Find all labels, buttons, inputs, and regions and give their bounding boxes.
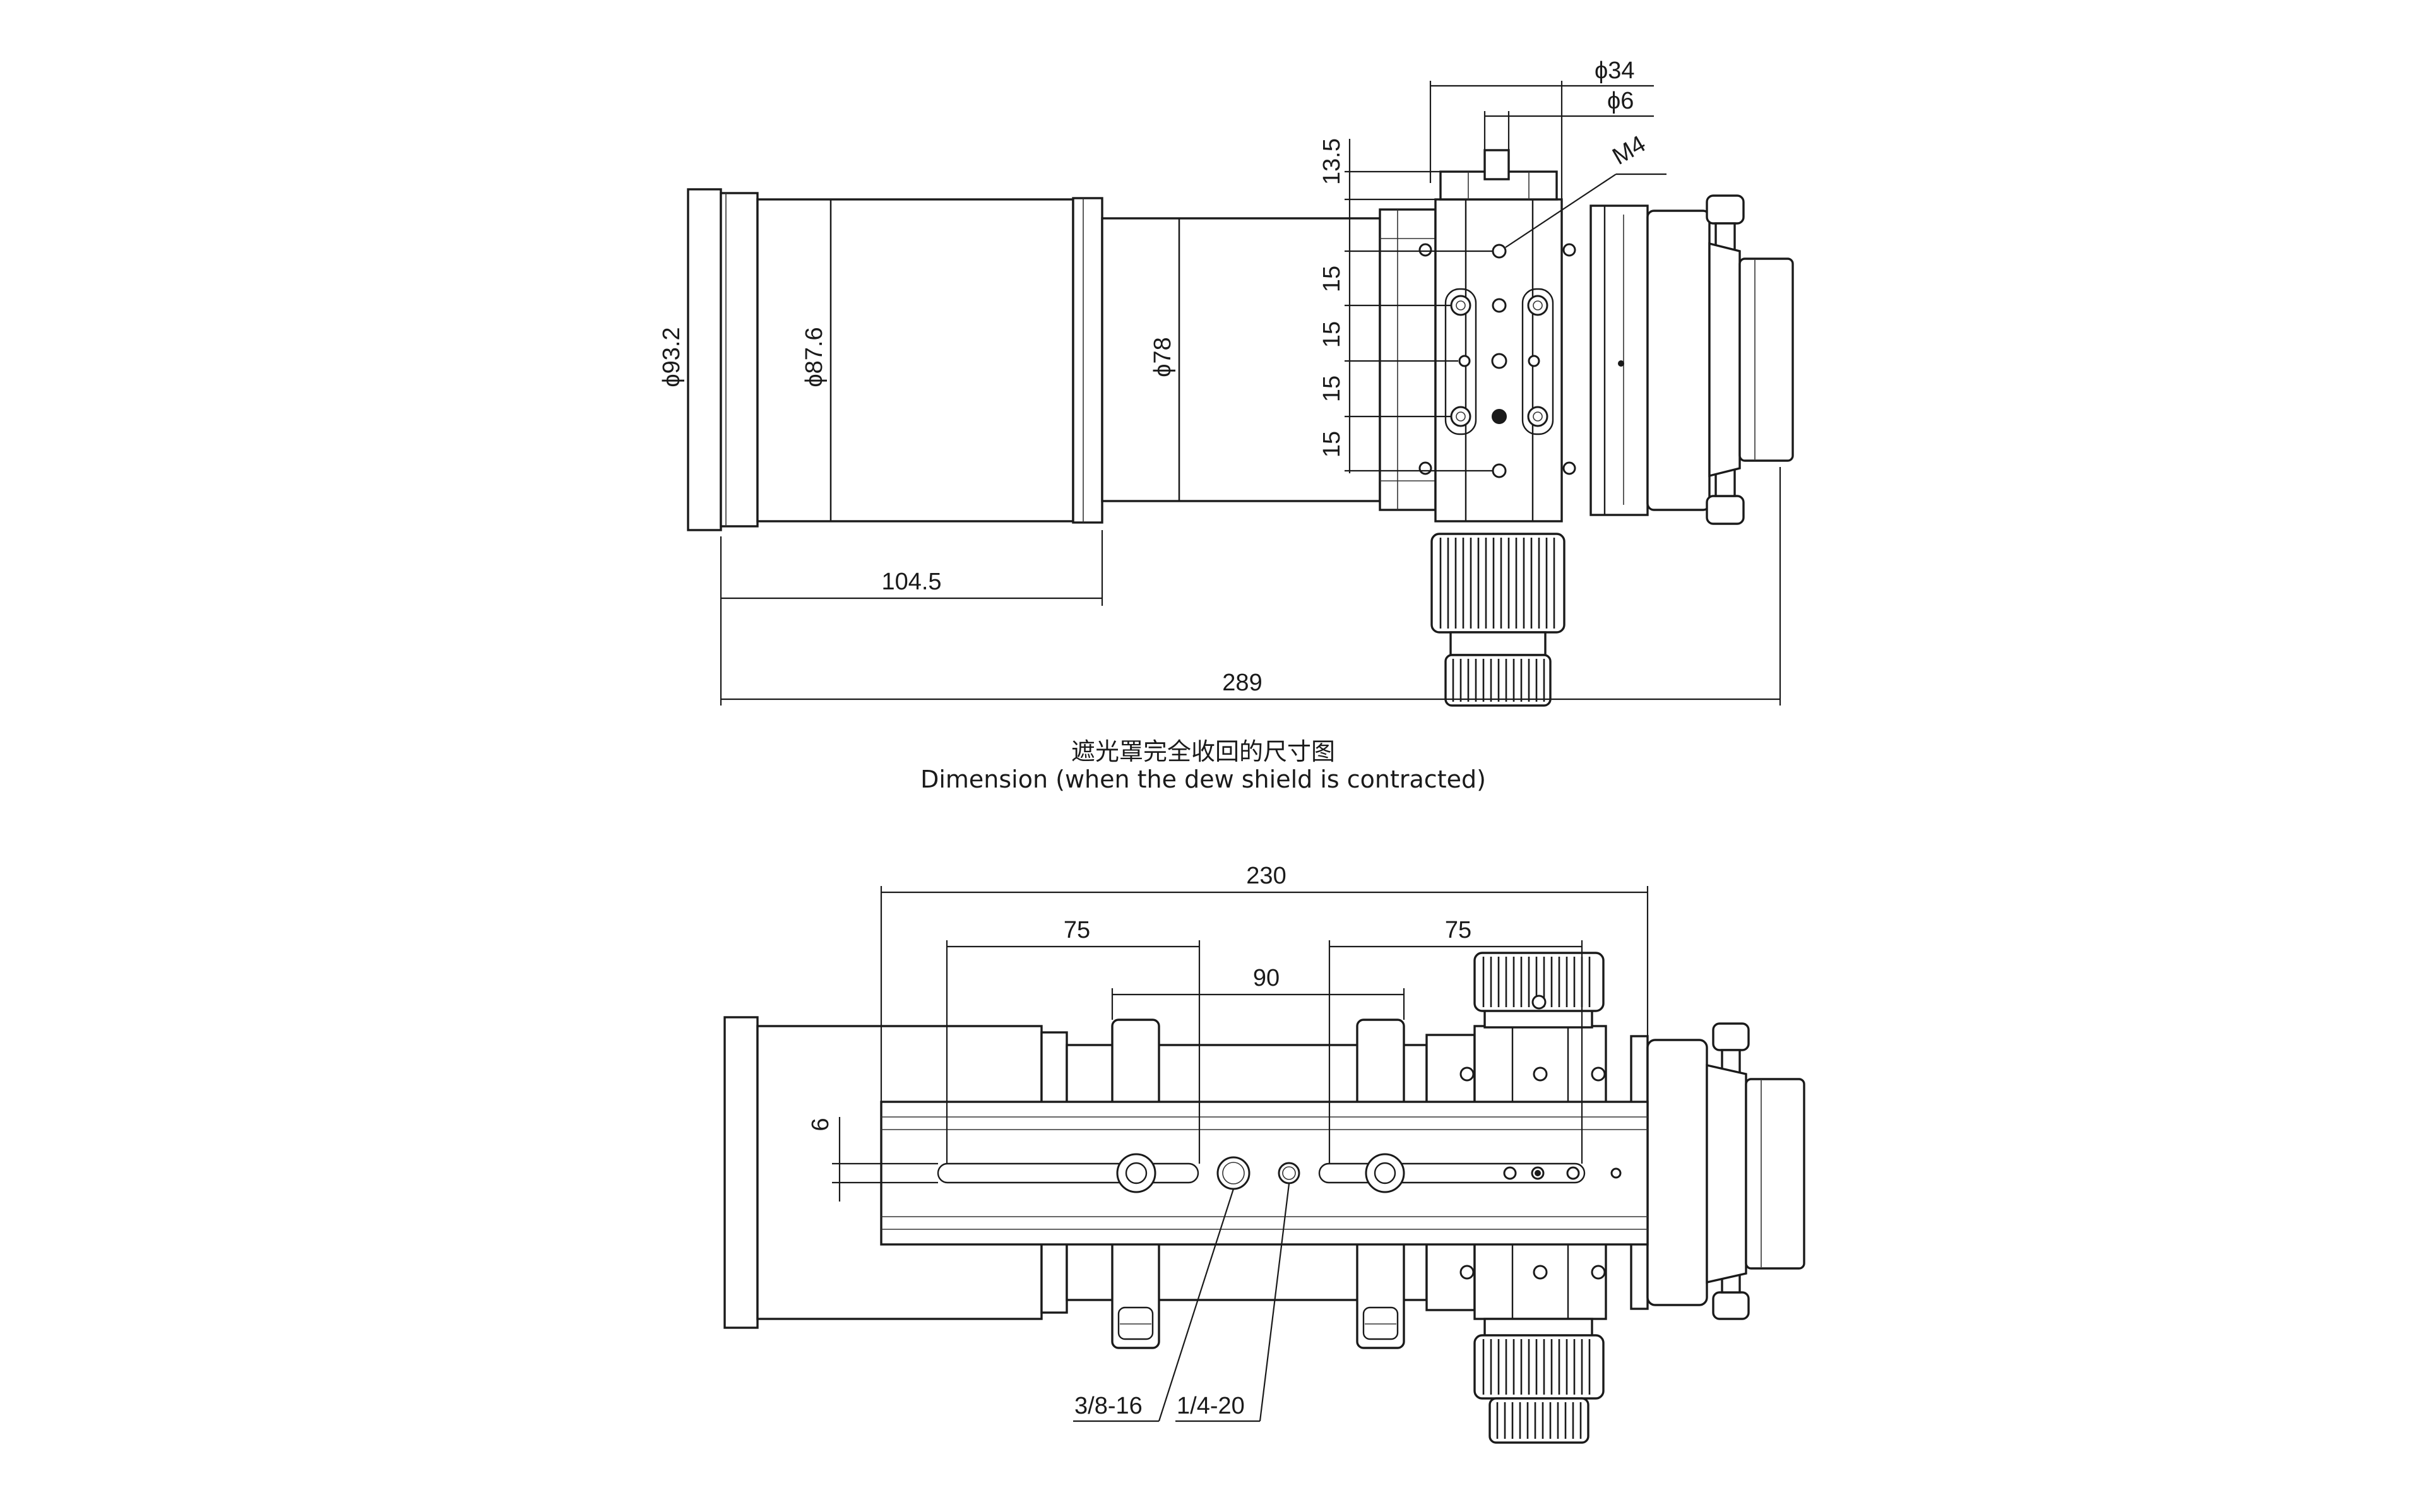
thread-label-1-4-20: 1/4-20	[1177, 1393, 1245, 1419]
finder-thumbscrew	[1483, 149, 1510, 180]
dim-104-5: 104.5	[881, 569, 941, 595]
caption-chinese: 遮光罩完全收回的尺寸图	[1071, 738, 1335, 765]
focus-knob-fine-knurl	[1452, 659, 1545, 702]
bottom-eyepiece-adapter	[1745, 1078, 1805, 1270]
focus-knob-large-knurl	[1439, 538, 1555, 629]
dim-phi-6: ϕ6	[1607, 88, 1634, 114]
focuser-base	[1379, 208, 1437, 511]
bottom-lock-knob-lower	[1712, 1291, 1750, 1320]
dim-phi-87-6: ϕ87.6	[801, 327, 828, 387]
focus-knob-large	[1430, 533, 1566, 634]
dim-phi-78: ϕ78	[1150, 337, 1176, 377]
dim-m4: M4	[1608, 131, 1651, 170]
dovetail-bolt-left	[1116, 1153, 1156, 1193]
lock-knob-upper	[1706, 194, 1745, 225]
top-view: ϕ34 ϕ6 M4 13.5 15 15 15 15 ϕ93.2 ϕ87.6 ϕ…	[658, 57, 1794, 793]
focus-knob-hub	[1449, 631, 1547, 656]
dew-shield-front-ring	[687, 188, 722, 531]
eyepiece-adapter	[1738, 257, 1794, 462]
bottom-rotator-body	[1646, 1039, 1708, 1306]
bottom-lock-knob-upper	[1712, 1022, 1750, 1051]
dim-phi-34: ϕ34	[1595, 57, 1635, 84]
thread-label-3-8-16: 3/8-16	[1074, 1393, 1143, 1419]
eyepiece-adapter-cone	[1708, 242, 1741, 478]
dim-230: 230	[1246, 863, 1286, 889]
dew-shield-lip	[720, 192, 759, 528]
caption-english: Dimension (when the dew shield is contra…	[920, 765, 1486, 793]
bottom-view-dimension-lines	[832, 886, 1649, 1422]
bottom-knob-fine	[1488, 1397, 1589, 1444]
dim-13-5: 13.5	[1319, 138, 1345, 185]
dovetail-slot-right	[1318, 1162, 1586, 1184]
dim-75-left: 75	[1064, 917, 1090, 943]
dim-6: 6	[807, 1118, 834, 1131]
mount-slot-right	[1521, 288, 1554, 435]
dim-15-a: 15	[1319, 266, 1345, 292]
top-view-dimension-lines	[687, 81, 1781, 706]
dim-phi-93-2: ϕ93.2	[658, 327, 685, 387]
bottom-eyepiece-adapter-cone	[1706, 1063, 1747, 1284]
lock-knob-lower	[1706, 495, 1745, 525]
dim-289: 289	[1222, 670, 1262, 696]
thread-hole-1-4	[1278, 1162, 1300, 1184]
dew-shield-rear-collar	[1072, 197, 1103, 524]
bottom-knob-lower	[1473, 1334, 1605, 1400]
dim-90: 90	[1253, 965, 1280, 991]
dim-15-b: 15	[1319, 321, 1345, 348]
dovetail-slot-left	[937, 1162, 1199, 1184]
dim-75-right: 75	[1445, 917, 1471, 943]
dovetail-bar	[880, 1101, 1649, 1246]
main-tube	[1101, 217, 1381, 502]
rotator-ring	[1589, 204, 1649, 516]
dovetail-bolt-right	[1365, 1153, 1405, 1193]
bottom-view: 230 75 75 90 6 3/8-16 1/4-20	[723, 863, 1805, 1444]
rotator-body	[1646, 210, 1711, 511]
dew-shield-body	[756, 198, 1074, 523]
bottom-knob-fine-knurl	[1496, 1402, 1582, 1439]
bottom-dew-shield-ring	[723, 1016, 759, 1329]
dim-15-c: 15	[1319, 375, 1345, 402]
dim-15-d: 15	[1319, 431, 1345, 458]
bottom-knob-lower-knurl	[1482, 1339, 1591, 1395]
